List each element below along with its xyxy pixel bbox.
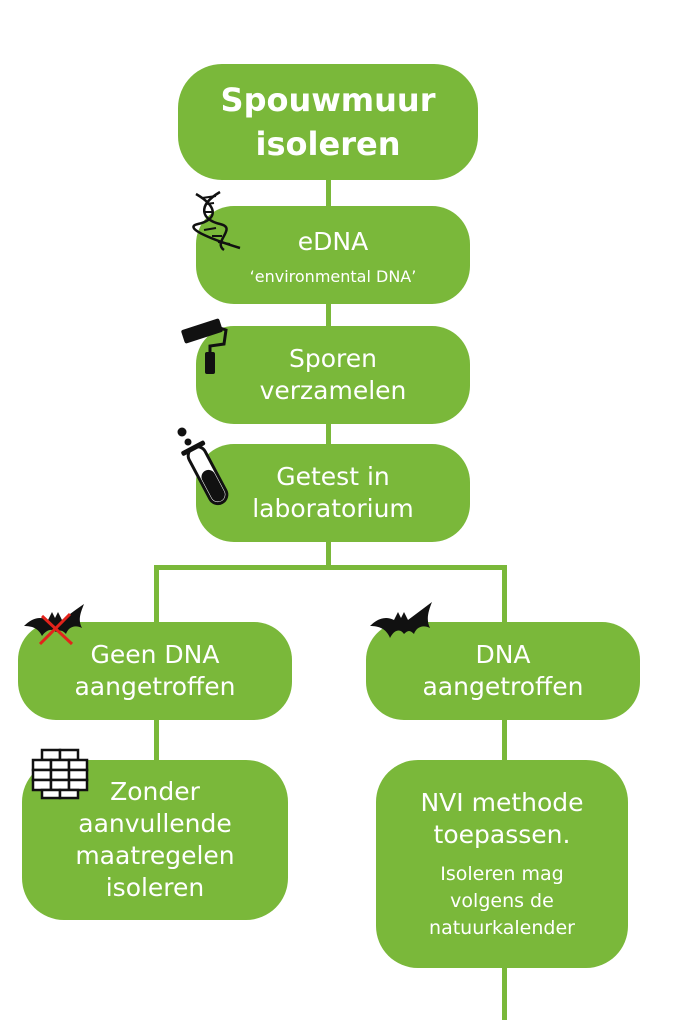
edna-title: eDNA	[297, 227, 369, 256]
sporen-line-2: verzamelen	[259, 376, 407, 405]
dna-aangetroffen-line-1: DNA	[475, 640, 531, 669]
zonder-line-4: isoleren	[105, 873, 205, 902]
dna-aangetroffen-box: DNA aangetroffen	[366, 622, 640, 720]
nvi-line-2: toepassen.	[433, 819, 571, 849]
connector-left-result-to-action	[154, 718, 159, 762]
nvi-methode-box: NVI methode toepassen. Isoleren mag volg…	[376, 760, 628, 968]
title-line-1: Spouwmuur	[220, 81, 436, 119]
getest-line-1: Getest in	[276, 462, 390, 491]
connector-sporen-to-getest	[326, 422, 331, 446]
connector-title-to-edna	[326, 178, 331, 210]
zonder-line-1: Zonder	[110, 777, 200, 806]
connector-horizontal-branch	[154, 565, 507, 570]
nvi-sub-line-2: volgens de	[450, 889, 554, 912]
connector-left-branch	[154, 565, 159, 625]
edna-box: eDNA ‘environmental DNA’	[196, 206, 470, 304]
connector-right-branch	[502, 565, 507, 625]
bat-icon	[370, 602, 432, 638]
connector-edna-to-sporen	[326, 302, 331, 328]
dna-aangetroffen-line-2: aangetroffen	[422, 672, 584, 701]
paint-roller-icon	[181, 318, 228, 374]
geen-dna-box: Geen DNA aangetroffen	[18, 622, 292, 720]
brick-wall-icon	[31, 748, 89, 800]
test-tube-icon	[177, 427, 229, 506]
nvi-sub-line-1: Isoleren mag	[440, 862, 564, 885]
getest-box: Getest in laboratorium	[196, 444, 470, 542]
sporen-box: Sporen verzamelen	[196, 326, 470, 424]
geen-dna-line-2: aangetroffen	[74, 672, 236, 701]
zonder-line-2: aanvullende	[78, 809, 232, 838]
title-box: Spouwmuur isoleren	[178, 64, 478, 180]
nvi-sub-line-3: natuurkalender	[429, 916, 575, 939]
geen-dna-line-1: Geen DNA	[90, 640, 220, 669]
connector-right-result-to-action	[502, 718, 507, 762]
connector-right-action-down	[502, 965, 507, 1020]
sporen-line-1: Sporen	[289, 344, 377, 373]
dna-icon	[192, 190, 241, 252]
nvi-line-1: NVI methode	[420, 787, 584, 817]
connector-getest-down	[326, 540, 331, 567]
title-line-2: isoleren	[255, 125, 401, 163]
crossed-bat-icon	[24, 604, 84, 646]
zonder-line-3: maatregelen	[75, 841, 235, 870]
getest-line-2: laboratorium	[252, 494, 414, 523]
edna-subtitle: ‘environmental DNA’	[249, 267, 417, 286]
